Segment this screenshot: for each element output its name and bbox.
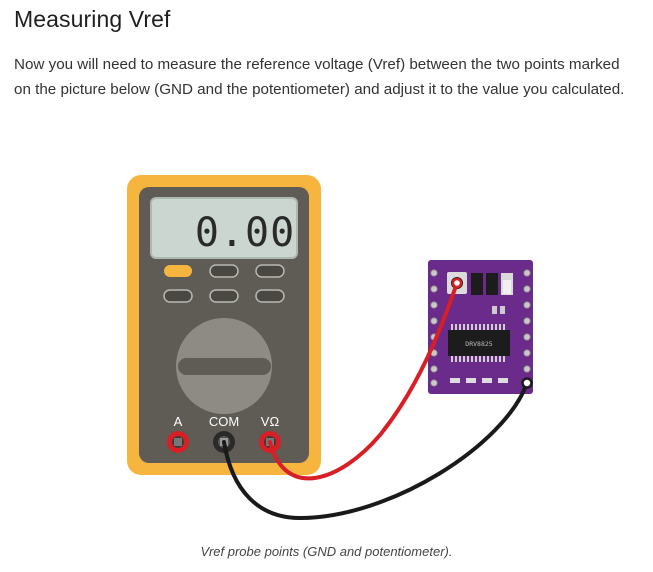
port-label-a: A <box>174 414 183 429</box>
figure-caption: Vref probe points (GND and potentiometer… <box>200 544 453 559</box>
dial-pointer <box>178 358 271 375</box>
instruction-paragraph: Now you will need to measure the referen… <box>14 56 625 98</box>
driver-chip <box>448 330 510 356</box>
black-probe-wire <box>222 381 529 521</box>
mode-button[interactable] <box>209 289 239 303</box>
mode-button[interactable] <box>209 264 239 278</box>
jack-a[interactable] <box>167 431 189 453</box>
mode-button[interactable] <box>255 289 285 303</box>
multimeter-display <box>150 197 298 259</box>
gnd-probe-tip <box>521 377 533 389</box>
page-title: Measuring Vref <box>14 6 171 32</box>
driver-board: DRV8825 <box>428 260 533 394</box>
mode-button[interactable] <box>255 264 285 278</box>
pot-probe-tip <box>451 277 463 289</box>
port-label-com: COM <box>209 414 239 429</box>
vref-illustration: 0.00 A COM VΩ <box>127 175 533 521</box>
mode-button[interactable] <box>163 289 193 303</box>
red-probe-wire <box>268 281 459 481</box>
display-reading: 0.00 <box>195 210 295 256</box>
mode-button-active[interactable] <box>164 265 192 277</box>
port-label-v: VΩ <box>261 414 280 429</box>
chip-label: DRV8825 <box>465 340 492 348</box>
